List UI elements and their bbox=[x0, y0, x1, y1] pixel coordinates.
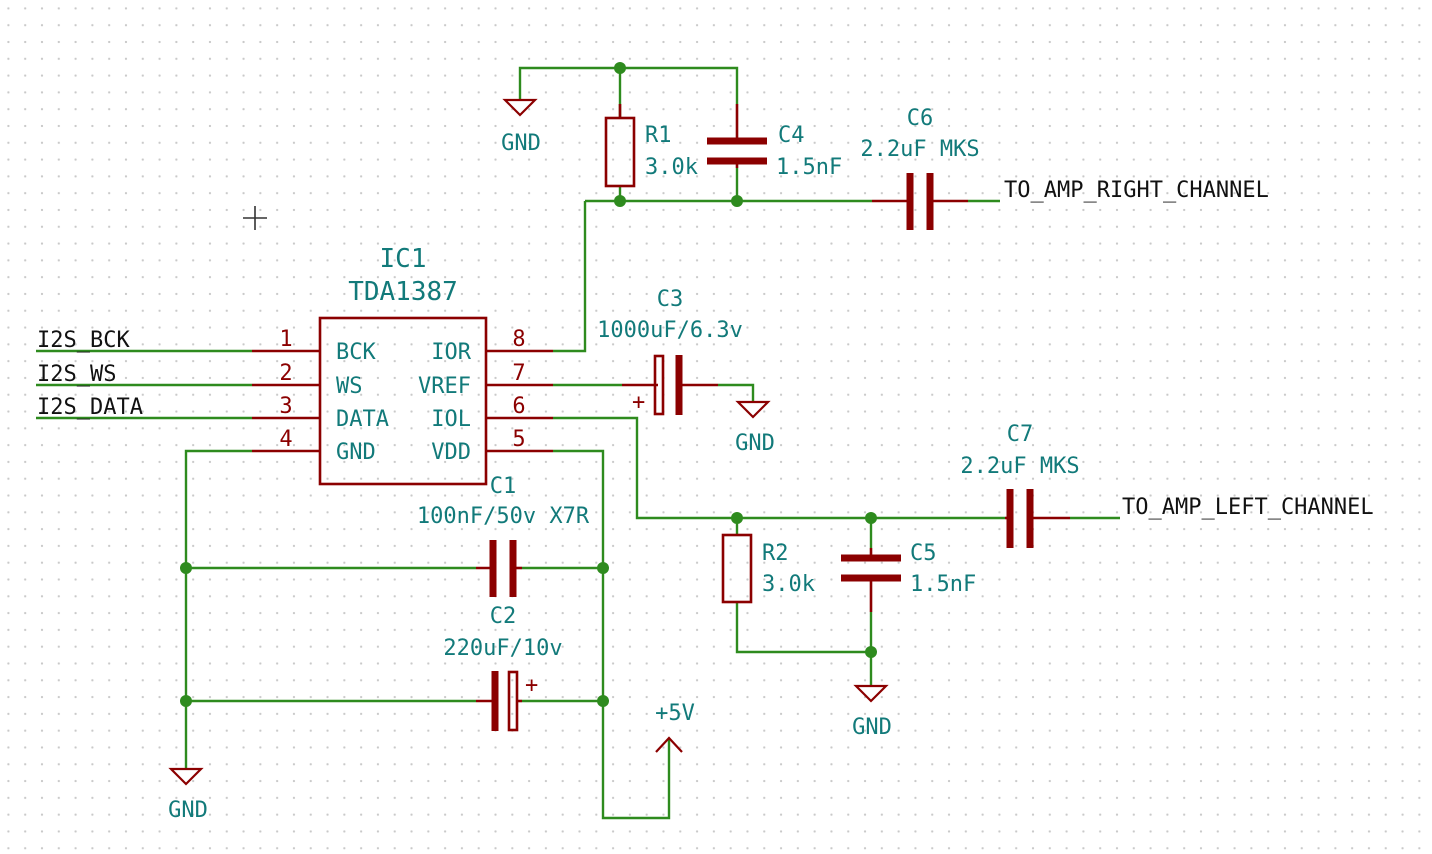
c3-polarity-mark: + bbox=[632, 390, 645, 415]
c2-symbol[interactable]: + C2 220uF/10v bbox=[443, 604, 563, 732]
c1-ref: C1 bbox=[490, 474, 517, 499]
vcc-label: +5V bbox=[655, 701, 695, 726]
r2-value: 3.0k bbox=[762, 572, 815, 597]
vcc-symbol-5v[interactable]: +5V bbox=[655, 701, 695, 753]
ic1-body bbox=[318, 316, 488, 486]
ic1-pin-6-name: IOL bbox=[431, 407, 471, 432]
junction-dot bbox=[614, 195, 626, 207]
c2-plate-positive bbox=[507, 670, 519, 732]
c2-polarity-mark: + bbox=[525, 673, 538, 698]
c5-symbol[interactable]: C5 1.5nF bbox=[841, 541, 976, 612]
gnd-label: GND bbox=[852, 715, 892, 740]
gnd-triangle bbox=[168, 767, 204, 786]
ic1-pin-1-number: 1 bbox=[279, 327, 292, 352]
gnd-label: GND bbox=[168, 798, 208, 823]
c4-ref: C4 bbox=[778, 123, 805, 148]
junction-dot bbox=[614, 62, 626, 74]
gnd-triangle bbox=[735, 400, 771, 419]
wire-r2-bottom bbox=[735, 602, 871, 654]
ic1-pin-3-number: 3 bbox=[279, 394, 292, 419]
junction-dot bbox=[597, 562, 609, 574]
net-label-left-channel[interactable]: TO_AMP_LEFT_CHANNEL bbox=[1122, 495, 1374, 520]
c6-ref: C6 bbox=[907, 106, 934, 131]
ic1-pin-2-name: WS bbox=[336, 374, 363, 399]
c4-symbol[interactable]: C4 1.5nF bbox=[707, 104, 842, 180]
c1-value: 100nF/50v X7R bbox=[417, 504, 590, 529]
c3-symbol[interactable]: + C3 1000uF/6.3v bbox=[597, 287, 743, 416]
c4-value: 1.5nF bbox=[776, 155, 842, 180]
c7-symbol[interactable]: C7 2.2uF MKS bbox=[960, 422, 1080, 548]
ic1-pin-8-number: 8 bbox=[512, 327, 525, 352]
gnd-symbol-top[interactable]: GND bbox=[501, 98, 541, 156]
gnd-symbol-ic[interactable]: GND bbox=[168, 767, 208, 823]
ic1-pin-3-name: DATA bbox=[336, 407, 389, 432]
junction-dot bbox=[180, 695, 192, 707]
r1-symbol[interactable]: R1 3.0k bbox=[604, 104, 698, 188]
ic1-ref: IC1 bbox=[380, 244, 427, 274]
c5-ref: C5 bbox=[910, 541, 937, 566]
ic1-pin-4-number: 4 bbox=[279, 427, 292, 452]
vcc-arrow bbox=[655, 736, 683, 753]
junctions bbox=[180, 62, 877, 707]
ic1-value: TDA1387 bbox=[348, 277, 458, 307]
junction-dot bbox=[865, 512, 877, 524]
c3-value: 1000uF/6.3v bbox=[597, 318, 743, 343]
r1-body bbox=[604, 116, 636, 188]
gnd-symbol-left[interactable]: GND bbox=[852, 684, 892, 740]
wire-vdd bbox=[553, 449, 671, 820]
r2-body bbox=[721, 533, 753, 604]
crosshair-cursor-icon bbox=[243, 206, 267, 230]
ic1-pin-8-name: IOR bbox=[431, 340, 471, 365]
ic1-pin-1-name: BCK bbox=[336, 340, 376, 365]
wire-c3-gnd bbox=[718, 383, 755, 402]
c2-ref: C2 bbox=[490, 604, 517, 629]
wire-top-gnd bbox=[518, 66, 739, 104]
c3-plate-positive bbox=[653, 354, 665, 416]
wire-ic-gnd bbox=[184, 449, 252, 769]
ic1-pin-5-name: VDD bbox=[431, 440, 471, 465]
ic1-pin-7-name: VREF bbox=[418, 374, 471, 399]
gnd-triangle bbox=[502, 98, 538, 117]
gnd-label: GND bbox=[735, 431, 775, 456]
junction-dot bbox=[731, 512, 743, 524]
net-label-right-channel[interactable]: TO_AMP_RIGHT_CHANNEL bbox=[1004, 178, 1269, 203]
c3-ref: C3 bbox=[657, 287, 684, 312]
junction-dot bbox=[865, 646, 877, 658]
c5-value: 1.5nF bbox=[910, 572, 976, 597]
c6-symbol[interactable]: C6 2.2uF MKS bbox=[860, 106, 980, 230]
c1-symbol[interactable]: C1 100nF/50v X7R bbox=[417, 474, 590, 597]
wire-iol bbox=[553, 416, 1005, 520]
gnd-symbol-c3[interactable]: GND bbox=[735, 400, 775, 456]
gnd-label: GND bbox=[501, 131, 541, 156]
r2-symbol[interactable]: R2 3.0k bbox=[721, 533, 815, 604]
gnd-triangle bbox=[853, 684, 889, 703]
wires bbox=[36, 66, 1120, 820]
ic1-pin-7-number: 7 bbox=[512, 361, 525, 386]
c6-value: 2.2uF MKS bbox=[860, 137, 979, 162]
ic1-pin-5-number: 5 bbox=[512, 427, 525, 452]
ic1-symbol[interactable]: IC1 TDA1387 1 2 3 4 8 7 6 5 BCK WS DATA … bbox=[252, 244, 553, 486]
net-label-i2s-data[interactable]: I2S_DATA bbox=[37, 395, 143, 420]
junction-dot bbox=[180, 562, 192, 574]
r1-ref: R1 bbox=[645, 123, 672, 148]
ic1-pin-4-name: GND bbox=[336, 440, 376, 465]
wire-ior bbox=[553, 201, 587, 353]
c7-value: 2.2uF MKS bbox=[960, 454, 1079, 479]
r2-ref: R2 bbox=[762, 541, 789, 566]
c7-ref: C7 bbox=[1007, 422, 1034, 447]
net-label-i2s-ws[interactable]: I2S_WS bbox=[37, 362, 116, 387]
c2-value: 220uF/10v bbox=[443, 636, 562, 661]
junction-dot bbox=[731, 195, 743, 207]
junction-dot bbox=[597, 695, 609, 707]
ic1-pin-2-number: 2 bbox=[279, 361, 292, 386]
r1-value: 3.0k bbox=[645, 155, 698, 180]
net-label-i2s-bck[interactable]: I2S_BCK bbox=[37, 328, 130, 353]
ic1-pin-6-number: 6 bbox=[512, 394, 525, 419]
